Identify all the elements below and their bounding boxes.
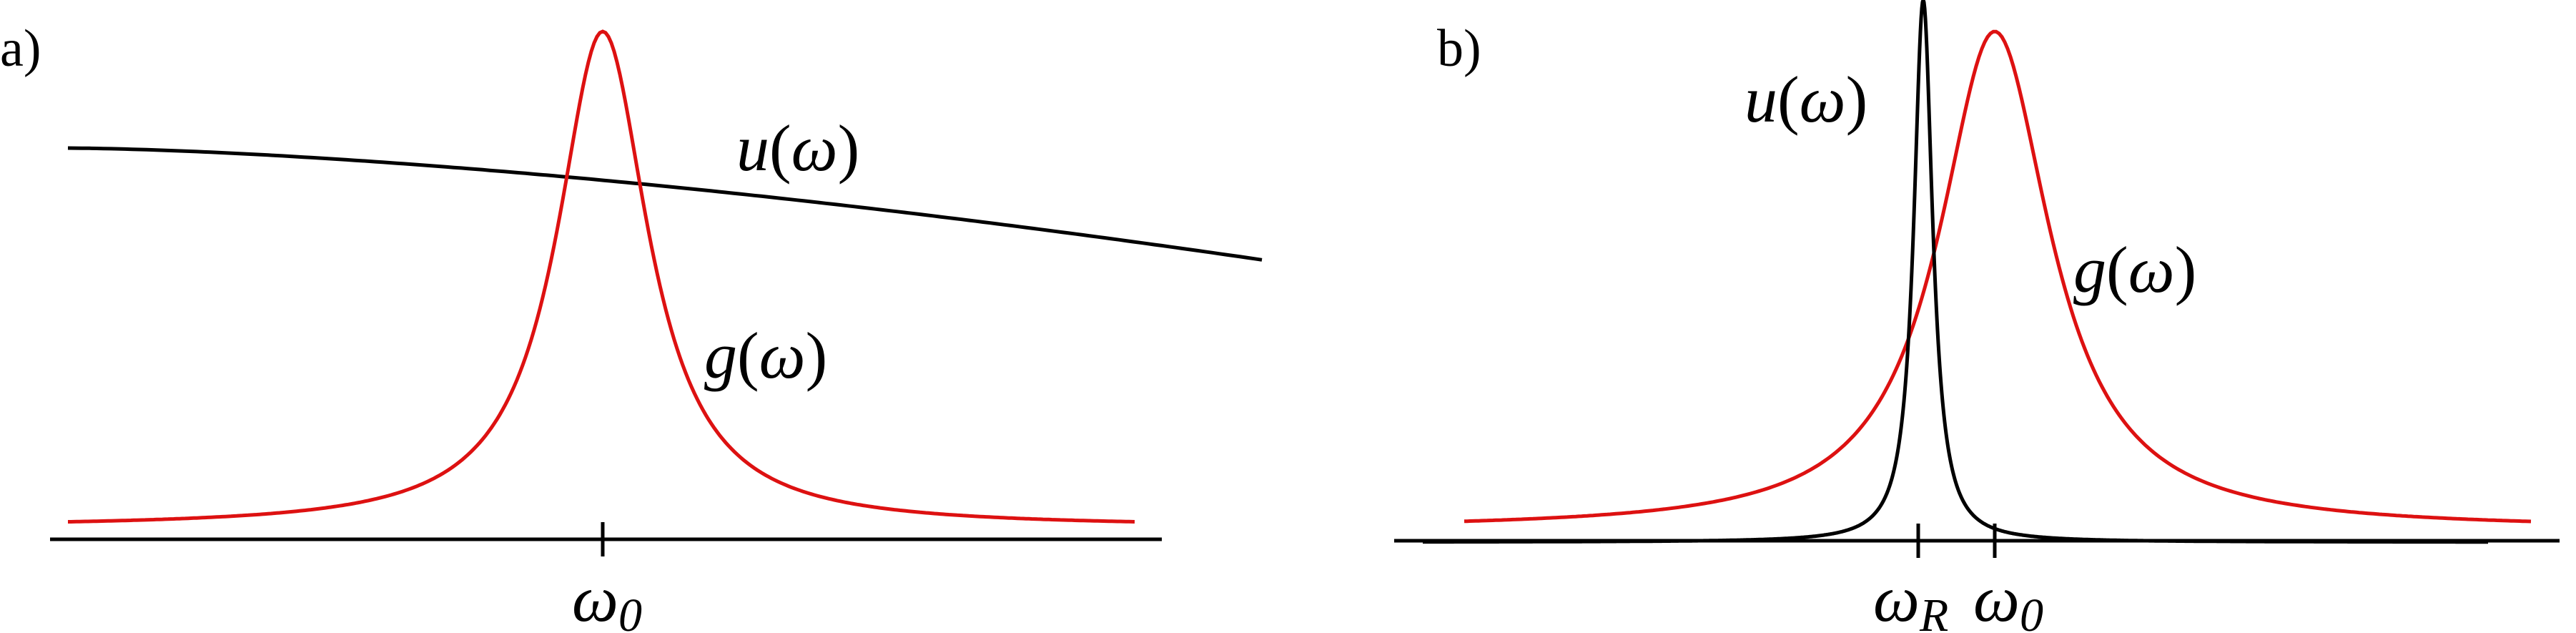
panel-a-label: a) — [0, 19, 41, 78]
panel-b-tick-label-omega0: ω0 — [1973, 562, 2043, 633]
panel-b-g-label: g(ω) — [2073, 233, 2196, 306]
panel-a-g-label: g(ω) — [704, 319, 827, 392]
panel-b: b) u(ω) g(ω) ωR ω0 — [1394, 0, 2560, 633]
panel-b-u-label: u(ω) — [1745, 63, 1867, 136]
panel-b-label: b) — [1437, 19, 1481, 78]
panel-a-u-curve — [67, 146, 1263, 262]
panel-b-tick-label-omegaR: ωR — [1873, 562, 1948, 633]
panel-a-tick-label-omega0: ω0 — [572, 562, 642, 633]
panel-b-g-curve — [1464, 29, 2532, 524]
panel-a-g-curve — [68, 29, 1135, 524]
panel-a-u-label: u(ω) — [736, 112, 859, 185]
panel-b-u-curve — [1423, 0, 2488, 544]
panel-a: a) u(ω) g(ω) ω0 — [0, 19, 1263, 633]
